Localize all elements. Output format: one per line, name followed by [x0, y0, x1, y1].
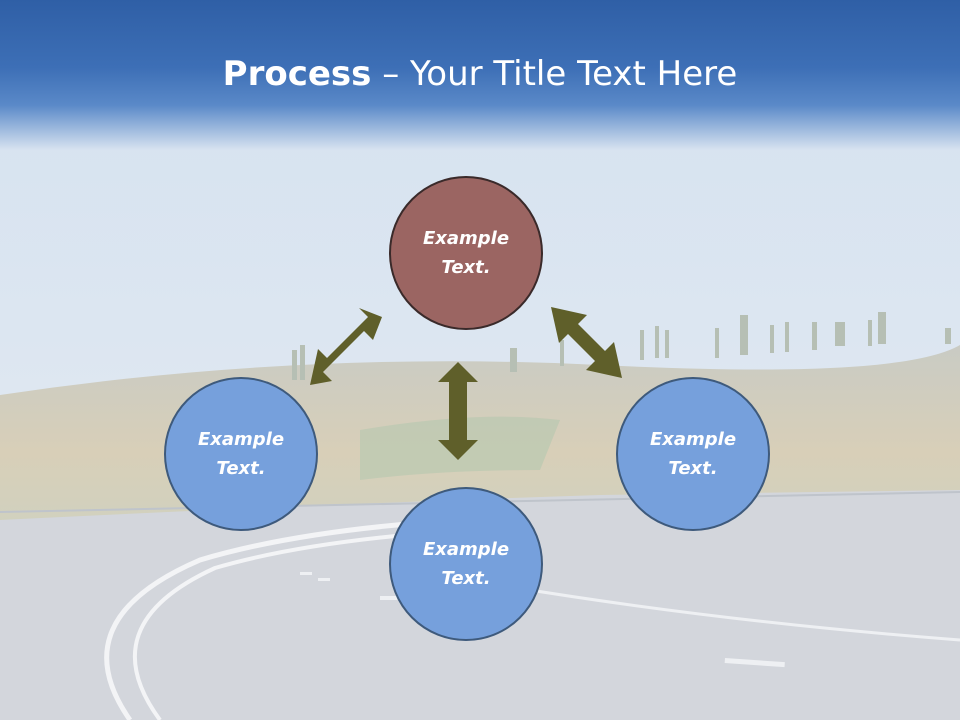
- title-bar: [0, 0, 960, 150]
- node-top-label: Example Text.: [422, 228, 510, 278]
- node-top[interactable]: Example Text.: [389, 176, 543, 330]
- arrow-top-left: [310, 308, 382, 385]
- arrow-center: [438, 362, 478, 460]
- node-bottom-label: Example Text.: [422, 539, 510, 589]
- title-text: Your Title Text Here: [410, 54, 738, 94]
- node-left-label: Example Text.: [197, 429, 285, 479]
- node-right[interactable]: Example Text.: [616, 377, 770, 531]
- node-left[interactable]: Example Text.: [164, 377, 318, 531]
- node-bottom[interactable]: Example Text.: [389, 487, 543, 641]
- slide-title: Process – Your Title Text Here: [0, 52, 960, 96]
- title-separator: –: [371, 54, 411, 94]
- arrow-top-right: [551, 307, 622, 378]
- node-right-label: Example Text.: [649, 429, 737, 479]
- title-bold: Process: [222, 54, 372, 94]
